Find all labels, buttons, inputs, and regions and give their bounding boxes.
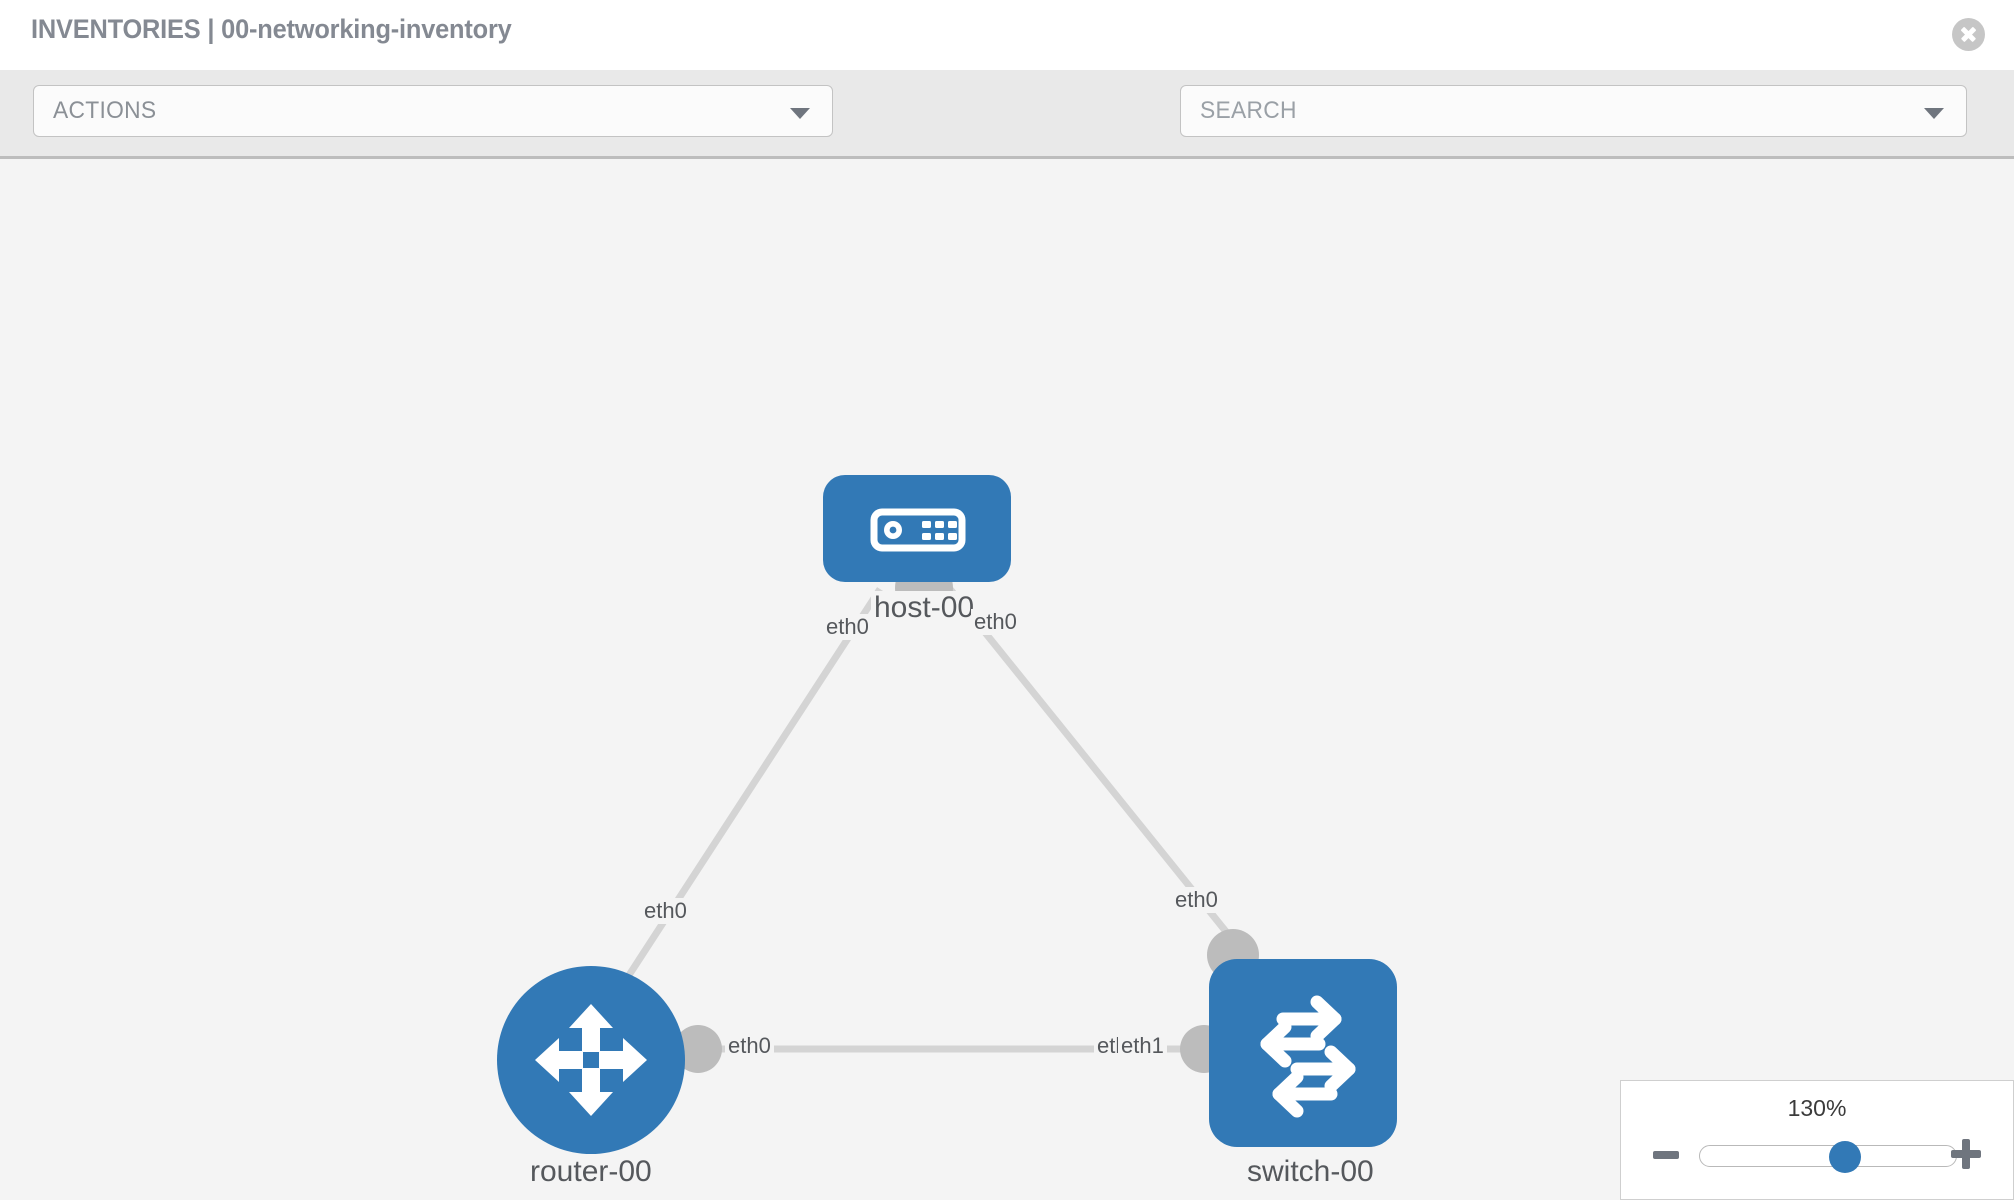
router-arrows-icon (535, 1004, 647, 1116)
interface-label-router-port: eth0 (725, 1033, 774, 1059)
zoom-slider-row (1621, 1137, 2014, 1177)
interface-label-router-uplink: eth0 (641, 898, 690, 924)
zoom-out-button[interactable] (1653, 1151, 1679, 1159)
zoom-slider-thumb[interactable] (1829, 1141, 1861, 1173)
link-router-host (617, 587, 883, 991)
topology-links (617, 586, 1243, 1053)
node-switch-00[interactable] (1209, 959, 1397, 1147)
interface-label-switch-uplink: eth0 (1172, 887, 1221, 913)
switch-arrows-icon (1260, 995, 1356, 1118)
node-router-00[interactable] (497, 966, 685, 1154)
actions-dropdown-label: ACTIONS (53, 97, 157, 124)
zoom-in-icon-vertical (1962, 1139, 1970, 1169)
topology-canvas[interactable]: host-00 eth0 eth0 router-00 eth0 eth0 (0, 159, 2014, 1200)
interface-label-host-right: eth0 (971, 609, 1020, 635)
zoom-level-value: 130% (1787, 1095, 1847, 1121)
node-host-00[interactable] (823, 475, 1011, 582)
zoom-slider-track[interactable] (1699, 1141, 1957, 1173)
node-label-router-00: router-00 (527, 1155, 655, 1189)
search-input-value: SEARCH (1200, 97, 1297, 124)
chevron-down-icon (1924, 108, 1944, 119)
zoom-control-panel: 130% (1620, 1080, 2014, 1200)
server-icon (870, 508, 966, 552)
node-label-switch-00: switch-00 (1244, 1155, 1377, 1189)
actions-dropdown[interactable]: ACTIONS (33, 85, 833, 137)
toolbar: ACTIONS SEARCH (0, 70, 2014, 207)
page-header: INVENTORIES | 00-networking-inventory (0, 0, 2014, 70)
interface-label-switch-port-b: eth1 (1118, 1033, 1167, 1059)
node-label-host-00: host-00 (871, 591, 978, 625)
chevron-down-icon (790, 108, 810, 119)
search-input[interactable]: SEARCH (1180, 85, 1967, 137)
page-title: INVENTORIES | 00-networking-inventory (31, 14, 512, 44)
interface-label-host-left: eth0 (823, 614, 872, 640)
zoom-in-button[interactable] (1951, 1139, 1981, 1169)
close-icon[interactable] (1952, 18, 1985, 51)
